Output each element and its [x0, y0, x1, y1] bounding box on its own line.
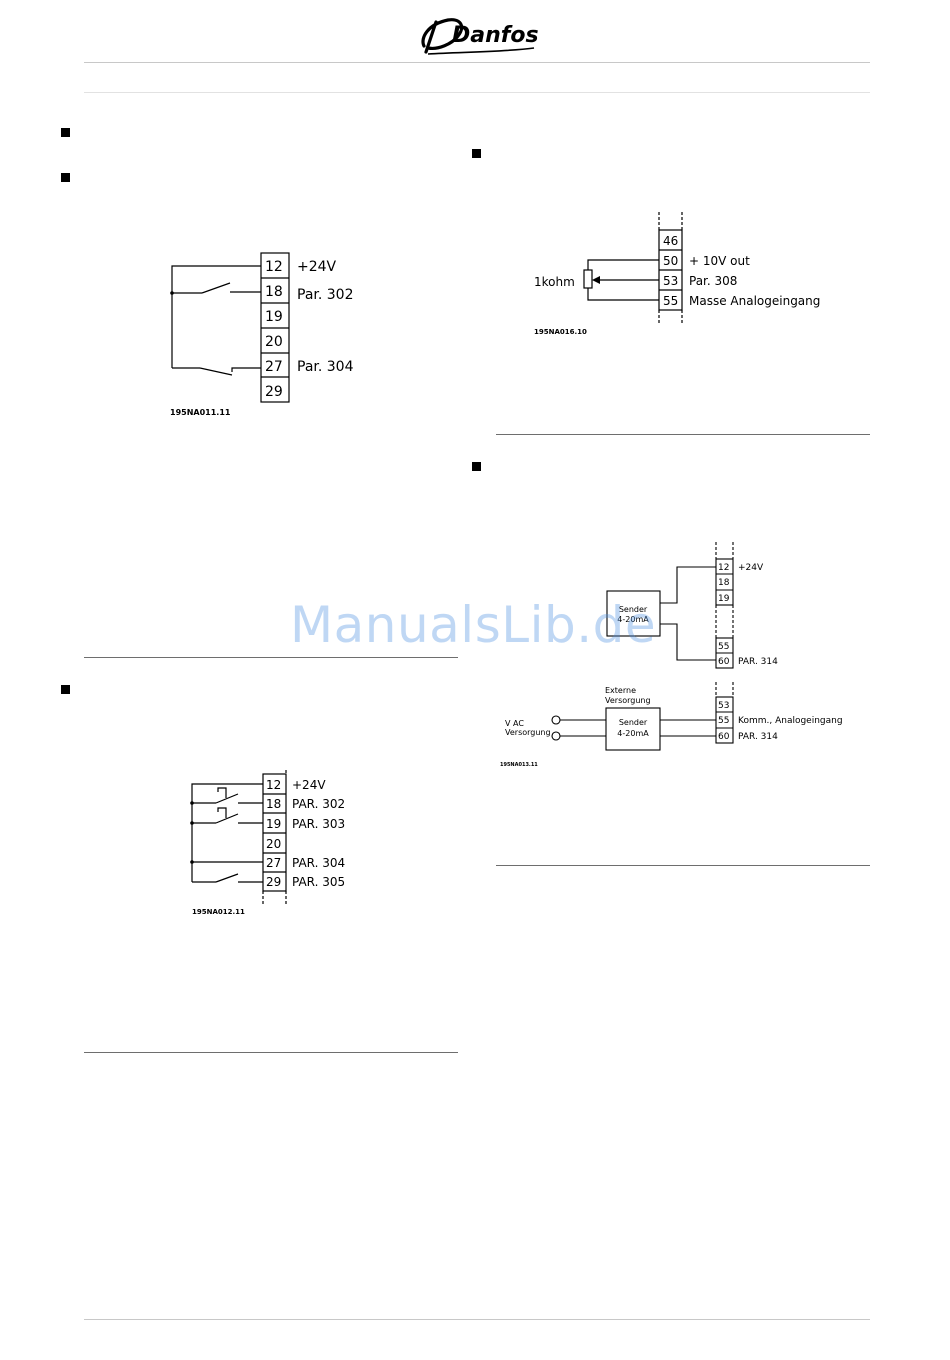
sender-range: 4-20mA: [617, 729, 649, 738]
label-par-303: PAR. 303: [292, 817, 345, 831]
header-rule-top: [84, 62, 870, 63]
terminal-19: 19: [266, 817, 281, 831]
drawing-code: 195NA013.11: [500, 762, 538, 768]
label-par-314: PAR. 314: [738, 657, 778, 667]
drawing-code: 195NA011.11: [170, 408, 231, 417]
terminal-19: 19: [718, 594, 730, 604]
section-divider-right-1: [496, 434, 870, 435]
label-analog-ground: Masse Analogeingang: [689, 294, 820, 308]
section-bullet-4: [472, 149, 481, 158]
section-divider-left-1: [84, 657, 458, 658]
label-24v: +24V: [292, 778, 326, 792]
section-divider-left-2: [84, 1052, 458, 1053]
supply-label: V AC: [505, 719, 524, 728]
terminal-20: 20: [266, 837, 281, 851]
section-bullet-2: [61, 173, 70, 182]
external-supply-label: Externe: [605, 686, 636, 695]
drawing-code: 195NA016.10: [534, 328, 587, 336]
label-par-302: Par. 302: [297, 287, 354, 303]
wiring-diagram-transmitter: 12 18 19 55 60 +24V PAR. 314 53 55 60 Ko…: [500, 542, 843, 768]
label-10v-out: + 10V out: [689, 254, 750, 268]
terminal-53: 53: [663, 274, 678, 288]
terminal-55: 55: [718, 642, 729, 652]
terminal-18: 18: [266, 797, 281, 811]
section-bullet-1: [61, 128, 70, 137]
terminal-50: 50: [663, 254, 678, 268]
watermark: ManualsLib.de: [290, 596, 657, 654]
terminal-29: 29: [266, 875, 281, 889]
terminal-12: 12: [265, 259, 283, 275]
section-bullet-3: [61, 685, 70, 694]
terminal-18: 18: [718, 578, 730, 588]
label-par-304: Par. 304: [297, 359, 354, 375]
terminal-20: 20: [265, 334, 283, 350]
terminal-12: 12: [718, 563, 729, 573]
terminal-27: 27: [266, 856, 281, 870]
sender-label: Sender: [619, 718, 648, 727]
danfoss-logo: Danfoss: [421, 18, 538, 55]
label-par-305: PAR. 305: [292, 875, 345, 889]
terminal-12: 12: [266, 778, 281, 792]
label-par-308: Par. 308: [689, 274, 737, 288]
terminal-18: 18: [265, 284, 283, 300]
terminal-46: 46: [663, 234, 678, 248]
terminal-53: 53: [718, 701, 729, 711]
supply-label: Versorgung: [505, 728, 551, 737]
section-divider-right-2: [496, 865, 870, 866]
wiring-diagram-pulse-start: 12 18 19 20 27 29 +24V PAR. 302 PAR. 303…: [190, 770, 345, 916]
brand-text: Danfoss: [452, 23, 538, 48]
terminal-19: 19: [265, 309, 283, 325]
header-rule-bottom: [84, 92, 870, 93]
sender-range: 4-20mA: [617, 615, 649, 624]
label-par-314: PAR. 314: [738, 732, 778, 742]
section-bullet-5: [472, 462, 481, 471]
label-analog-input: Komm., Analogeingang: [738, 716, 843, 726]
wiring-diagram-potentiometer: 46 50 53 55 + 10V out Par. 308 Masse Ana…: [534, 212, 820, 336]
label-potentiometer: 1kohm: [534, 275, 575, 289]
footer-rule: [84, 1319, 870, 1320]
terminal-29: 29: [265, 384, 283, 400]
terminal-60: 60: [718, 732, 730, 742]
terminal-60: 60: [718, 657, 730, 667]
label-24v: +24V: [738, 563, 764, 573]
label-par-302: PAR. 302: [292, 797, 345, 811]
label-24v: +24V: [297, 259, 337, 275]
terminal-27: 27: [265, 359, 283, 375]
wiring-diagram-start-stop: 12 18 19 20 27 29 +24V Par. 302 Par. 304…: [170, 252, 354, 417]
external-supply-label: Versorgung: [605, 696, 651, 705]
terminal-55: 55: [663, 294, 678, 308]
drawing-code: 195NA012.11: [192, 908, 245, 916]
sender-label: Sender: [619, 605, 648, 614]
terminal-55: 55: [718, 716, 729, 726]
label-par-304: PAR. 304: [292, 856, 345, 870]
